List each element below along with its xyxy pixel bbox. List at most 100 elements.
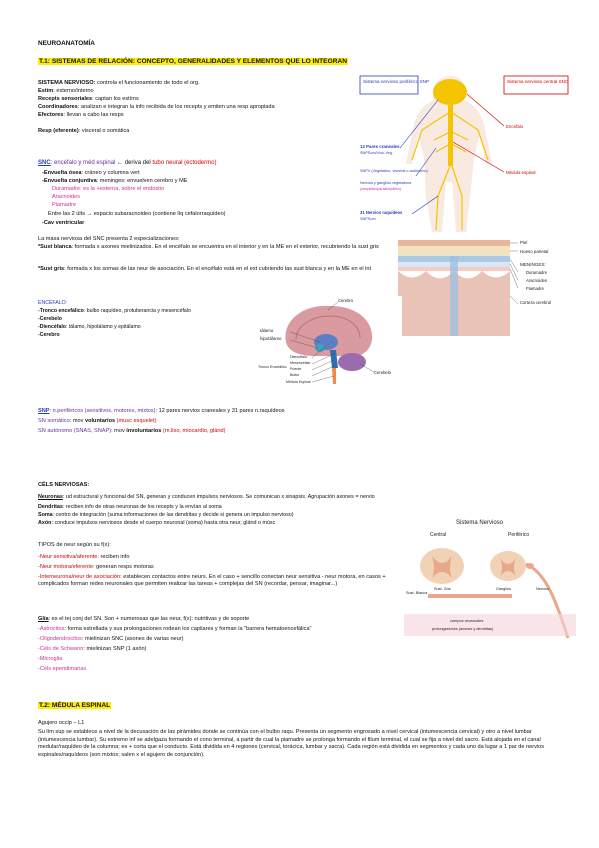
fig3-cerebro-label: Cerebro xyxy=(338,298,354,303)
coord-label: Coordinadores xyxy=(38,104,78,110)
cav-line: -Cav ventricular xyxy=(42,220,85,226)
recep-text: : captan los estíms xyxy=(92,96,139,102)
dience-line: -Diencéfalo: tálamo, hipotálamo y epitál… xyxy=(38,324,141,331)
coord-line: Coordinadores: analizan e integran la in… xyxy=(38,104,275,111)
figure-brain: Cerebro tálamo hipotálamo Diencéfalo Mes… xyxy=(256,296,402,386)
cerebelo-line: -Cerebelo xyxy=(38,316,62,322)
glia-text: : es el tej conj del SN. Son + numerosas… xyxy=(48,616,250,622)
fig3-dience-label: Diencéfalo xyxy=(290,355,307,359)
oligo-text: : mielinizan SNC (axones de varias neur) xyxy=(81,636,184,642)
fig1-simpatico-label: (simpático/parasimpático) xyxy=(360,187,401,191)
snaut-paren: (m.liso, miocardio, glánd) xyxy=(161,428,226,434)
fig3-medula-label: Médula Espinal xyxy=(286,380,311,384)
gris-text: : formada x los somas de las neur de aso… xyxy=(64,266,372,272)
gris-label: *Sust gris xyxy=(38,266,65,272)
fig4-prolong-label: prolongaciones (axones y dendritas) xyxy=(432,627,494,631)
mot-line: -Neur motora/eferente: generan resps mot… xyxy=(38,564,154,571)
sens-text: reciben info xyxy=(98,554,130,560)
dience-text: : tálamo, hipotálamo y epitálamo xyxy=(65,324,141,330)
schw-text: : mielinizan SNP (1 axón) xyxy=(83,646,147,652)
env-osea-line: -Envuelta ósea: cráneo y columna vert xyxy=(42,170,140,177)
mot-label: -Neur motora/eferente: xyxy=(38,564,95,570)
soma-line: Soma: centro de integración (suma inform… xyxy=(38,512,294,519)
inter-text: establecen contactos entre neurs. En el … xyxy=(38,574,386,588)
snc-arrow: ← deriva del xyxy=(115,160,153,166)
env-conj-text: : meninges: envuelven cerebro y ME xyxy=(96,178,188,184)
efect-line: Efectores: llevan a cabo las resps xyxy=(38,112,124,119)
fig4-central-label: Central xyxy=(430,532,446,538)
dience-label: -Diencéfalo xyxy=(38,324,66,330)
recep-label: Recepts sensoriales xyxy=(38,96,93,102)
neur-label: Neuronas xyxy=(38,494,63,500)
schw-label: -Céls de Schwann xyxy=(38,646,84,652)
fig3-hipo-label: hipotálamo xyxy=(260,336,282,341)
fig1-raq-label: 31 Nervios raquídeos xyxy=(360,210,403,215)
fig2-corteza-label: Corteza cerebral xyxy=(520,300,551,305)
snp-line: SNP: n.periféricos (sensitivos, motores,… xyxy=(38,408,285,415)
snp-desc: : n.periféricos (sensitivos, motores, mi… xyxy=(49,408,156,414)
fig1-encefalo-label: Encéfalo xyxy=(506,124,524,129)
snaut-invol: involuntarios xyxy=(126,428,162,434)
neur-line: Neuronas: ud estructural y funcional del… xyxy=(38,494,375,501)
dend-line: Dendritas: reciben info de otras neurona… xyxy=(38,504,222,511)
fig2-piel-label: Piel xyxy=(520,240,527,245)
resp-text: : visceral o somática xyxy=(78,128,130,134)
fig1-snc-label: Sistema nervioso central SNC xyxy=(507,79,569,84)
fig1-snpsom-label: SNPSom xyxy=(360,217,376,221)
agujero-line: Agujero occip – L1 xyxy=(38,720,85,726)
env-osea-label: -Envuelta ósea xyxy=(42,170,82,176)
sn-line: SISTEMA NERVIOSO: controla el funcionami… xyxy=(38,80,200,87)
sens-line: -Neur sensitiva/aferente: reciben info xyxy=(38,554,129,561)
fig3-bulbo-label: Bulbo xyxy=(290,373,299,377)
snp-text: : 12 pares nervios craneales y 31 pares … xyxy=(155,408,285,414)
fig4-cuerpos-label: cuerpos neuronales xyxy=(450,619,483,623)
resp-line: Resp (eferente): visceral o somática xyxy=(38,128,129,135)
coord-text: : analizan e integran la info recibida d… xyxy=(77,104,275,110)
snc-line: SNC: encéfalo y méd espinal ← deriva del… xyxy=(38,160,216,167)
tipos-line: TIPOS de neur según su f(x): xyxy=(38,542,111,548)
cerebro-line: -Cerebro xyxy=(38,332,60,338)
figure-nervous-system: Sistema nervioso periférico SNP Sistema … xyxy=(356,72,578,236)
estim-label: Estím xyxy=(38,88,54,94)
glia-label: Glía xyxy=(38,616,49,622)
snaut-text: : mov xyxy=(111,428,127,434)
inter-line: -Interneurona/neur de asociación: establ… xyxy=(38,574,406,588)
inter-label: -Interneurona/neur de asociación: xyxy=(38,574,122,580)
fig4-title: Sistema Nervioso xyxy=(456,520,504,526)
snc-desc: : encéfalo y méd espinal xyxy=(50,160,116,166)
recep-line: Recepts sensoriales: captan los estíms xyxy=(38,96,139,103)
astro-label: -Astrocitos xyxy=(38,626,65,632)
fig1-pares-label: 12 Pares craneales xyxy=(360,144,400,149)
snc-label: SNC xyxy=(38,160,51,166)
t2-heading: T.2: MÉDULA ESPINAL xyxy=(38,702,112,710)
dend-text: : reciben info de otras neuronas de los … xyxy=(62,504,222,510)
tronco-text: : bulbo raquídeo, protuberancia y mesenc… xyxy=(83,308,191,314)
snsom-vol: voluntarios xyxy=(84,418,116,424)
fig4-gris-label: Sust. Gris xyxy=(434,587,451,591)
snc-tube: tubo neural (ectodermo) xyxy=(152,160,217,166)
tronco-line: -Tronco encefálico: bulbo raquídeo, prot… xyxy=(38,308,191,315)
fig3-puente-label: Puente xyxy=(290,367,301,371)
snsom-label: SN somático xyxy=(38,418,70,424)
gris-line: *Sust gris: formada x los somas de las n… xyxy=(38,266,390,273)
fig1-snps-label: SNPSom/Vísc-Veg. xyxy=(360,151,393,155)
estim-text: : externo/interno xyxy=(53,88,94,94)
efect-text: : llevan a cabo las resps xyxy=(63,112,124,118)
figure-sn-cells-svg: Sistema Nervioso Central Periférico Sust… xyxy=(404,514,576,644)
snp-label: SNP xyxy=(38,408,50,414)
fig1-snp-label: Sistema nervioso periférico SNP xyxy=(363,79,429,84)
micro-line: -Microglia xyxy=(38,656,63,662)
astro-line: -Astrocitos: forma estrellada y sus prol… xyxy=(38,626,312,633)
sens-label: -Neur sensitiva/aferente: xyxy=(38,554,99,560)
fig2-hueso-label: Hueso parietal xyxy=(520,249,548,254)
figure-sn-cells: Sistema Nervioso Central Periférico Sust… xyxy=(404,514,576,644)
aracnoides-line: Aracnoides xyxy=(52,194,80,200)
estim-line: Estím: externo/interno xyxy=(38,88,94,95)
figure-meninges-svg: Piel Hueso parietal MENINGES: Duramadre … xyxy=(398,238,576,338)
encefalo-title: ENCÉFALO: xyxy=(38,300,68,306)
figure-brain-svg: Cerebro tálamo hipotálamo Diencéfalo Mes… xyxy=(256,296,402,386)
masa-line: La masa nerviosa del SNC presenta 2 espe… xyxy=(38,236,180,242)
duramadre-line: Duramadre: es la +externa, sobre el endo… xyxy=(52,186,165,192)
sn-text: controla el funcionamiento de todo el or… xyxy=(95,80,200,86)
snaut-label: SN autónomo (SNAS, SNAP) xyxy=(38,428,112,434)
